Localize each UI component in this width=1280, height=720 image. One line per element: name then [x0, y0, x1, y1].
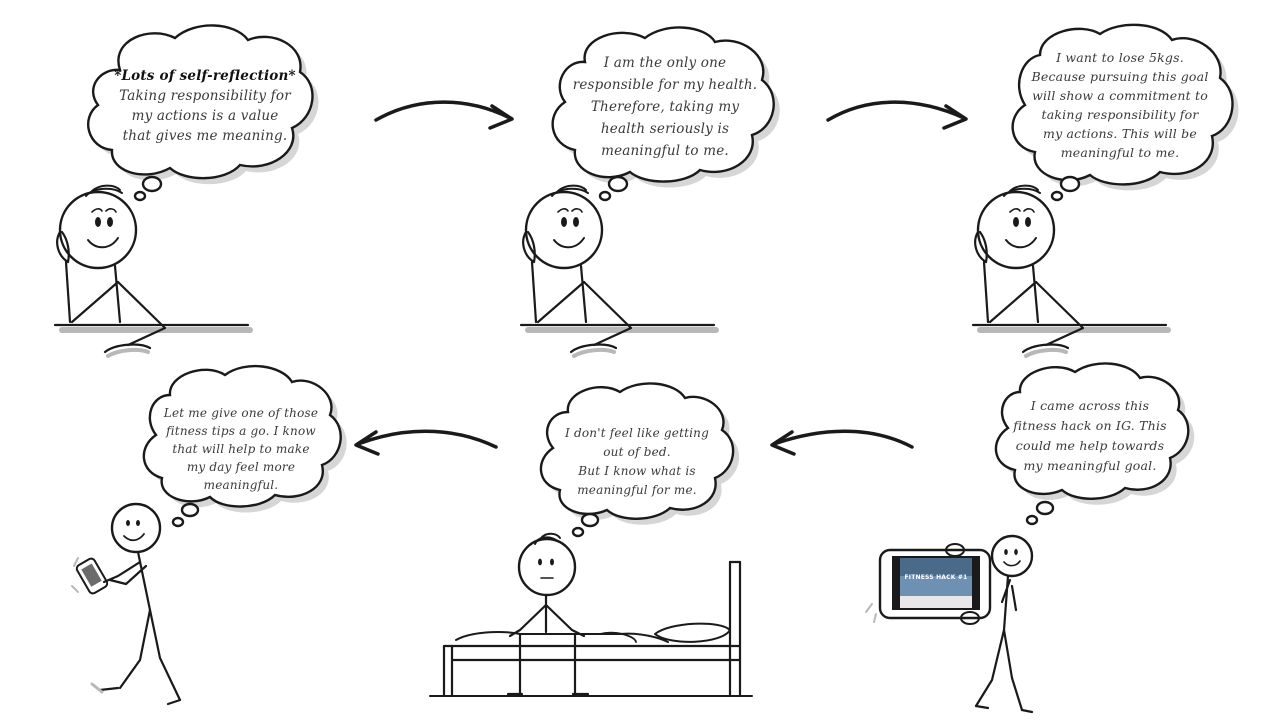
- thought-line: Taking responsibility for: [119, 88, 291, 104]
- phone-icon: [75, 557, 109, 595]
- thought-cloud-1: [87, 24, 319, 202]
- thought-line: I want to lose 5kgs.: [1056, 50, 1184, 65]
- thought-line: I don't feel like getting: [565, 426, 709, 440]
- thought-line: will show a commitment to: [1032, 88, 1208, 103]
- thought-line: that will help to make: [172, 442, 310, 456]
- tablet-screen-title: FITNESS HACK #1: [904, 574, 968, 581]
- thought-line: fitness hack on IG. This: [1013, 418, 1167, 433]
- figure-holding-tablet: [865, 534, 1034, 714]
- thought-line: But I know what is: [578, 464, 696, 478]
- thought-text-6: Let me give one of those fitness tips a …: [150, 404, 332, 494]
- thought-line: I came across this: [1030, 398, 1150, 413]
- thought-line: my day feel more: [186, 460, 296, 474]
- thought-cloud-5: [539, 382, 740, 538]
- thought-text-2: I am the only one responsible for my hea…: [560, 52, 770, 162]
- thought-cloud-4: [994, 362, 1195, 526]
- thought-line: responsible for my health.: [572, 77, 758, 93]
- thought-line: fitness tips a go. I know: [166, 424, 316, 438]
- thought-line: meaningful to me.: [1060, 145, 1180, 160]
- thought-line: that gives me meaning.: [122, 128, 288, 144]
- thought-line: I am the only one: [603, 55, 727, 71]
- arrow-5-to-6: [354, 429, 498, 456]
- thought-line: Let me give one of those: [163, 406, 319, 420]
- thought-line: taking responsibility for: [1041, 107, 1199, 122]
- thought-text-1: *Lots of self-reflection* Taking respons…: [100, 66, 310, 146]
- thought-line: health seriously is: [600, 121, 730, 137]
- figure-on-bed: [429, 532, 753, 698]
- thinking-figure-3: [971, 184, 1171, 358]
- thought-text-5: I don't feel like getting out of bed. Bu…: [548, 424, 726, 500]
- thought-line: meaningful.: [203, 478, 279, 492]
- thought-line: Therefore, taking my: [590, 99, 740, 115]
- thought-line: meaningful for me.: [577, 483, 697, 497]
- thought-cloud-3: [1011, 23, 1239, 202]
- thought-cloud-6: [142, 364, 347, 528]
- tablet-device: [878, 543, 992, 625]
- thought-cloud-2: [551, 26, 780, 202]
- thought-line: meaningful to me.: [601, 143, 729, 159]
- thought-line: my actions is a value: [131, 108, 279, 124]
- thought-text-4: I came across this fitness hack on IG. T…: [1000, 396, 1180, 476]
- thought-line: out of bed.: [603, 445, 671, 459]
- thought-text-3: I want to lose 5kgs. Because pursuing th…: [1020, 48, 1220, 162]
- thought-line: my meaningful goal.: [1023, 458, 1157, 473]
- arrow-4-to-5: [770, 429, 914, 456]
- thinking-figure-1: [53, 184, 253, 358]
- thought-heading: *Lots of self-reflection*: [114, 68, 296, 84]
- thought-line: Because pursuing this goal: [1031, 69, 1209, 84]
- arrow-1-to-2: [374, 100, 514, 130]
- thought-line: my actions. This will be: [1043, 126, 1197, 141]
- thought-line: could me help towards: [1015, 438, 1165, 453]
- arrow-2-to-3: [826, 100, 968, 130]
- walking-figure-with-phone: [71, 502, 182, 706]
- thinking-figure-2: [519, 184, 719, 358]
